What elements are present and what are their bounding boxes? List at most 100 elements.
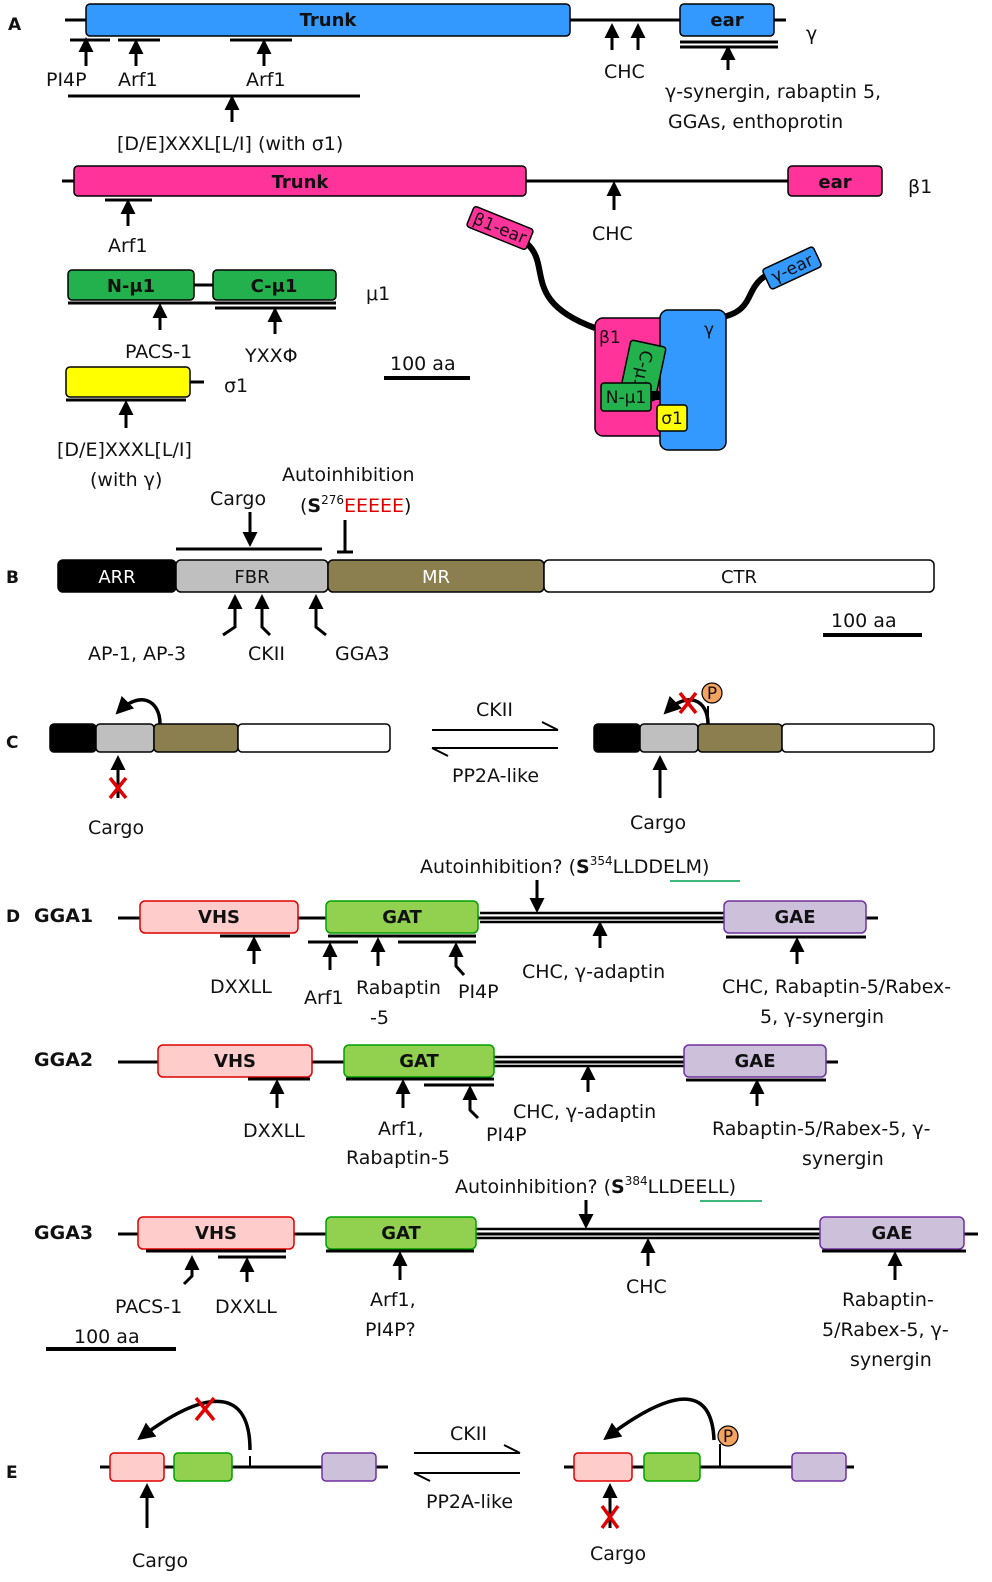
arr-label: ARR [98,567,135,588]
c-phospho-icon [701,682,723,704]
c-right-arr [593,723,641,753]
panel-label-a: A [8,15,22,35]
gga3-vhs-domain [137,1216,295,1250]
beta1-ear-domain [787,165,883,197]
beta1-trunk-domain [73,165,527,197]
beta1-trunk-label: Trunk [272,172,330,193]
label-chc-gamma: CHC [604,61,645,83]
c-left-ctr [237,723,391,753]
e-right-gat [643,1452,701,1482]
label-cargo-b: Cargo [210,488,266,510]
e-ckii-label: CKII [450,1423,487,1445]
c-mu1-label: C-μ1 [251,276,298,297]
gga2-arf-label-1: Arf1, [378,1118,424,1140]
gga1-vhs-domain [139,900,299,934]
mr-label: MR [422,567,450,588]
e-right-gae [791,1452,847,1482]
c-mu1-domain [212,269,337,301]
gamma-subunit: Trunk ear γ PI4P Arf1 Arf1 CHC γ-synergi… [46,3,881,155]
beta1-symbol: β1 [908,176,932,198]
c-left-cargo-label: Cargo [88,817,144,839]
complex-gamma-label: γ [704,320,714,340]
gga2-pi4p-label: PI4P [486,1124,527,1146]
ctr-label: CTR [721,567,757,588]
panel-label-c: C [6,733,18,753]
gga3-gae-label: GAE [871,1223,912,1244]
gga3-vhs-label: VHS [195,1223,237,1244]
label-yxx: YXXΦ [244,345,298,367]
gga1-dxxll-label: DXXLL [210,976,272,998]
gga3-arf-label-2: PI4P? [365,1319,416,1341]
complex-gamma-ear [762,246,822,290]
gga2-name: GGA2 [34,1049,93,1071]
gga3-arf-label-1: Arf1, [370,1289,416,1311]
gga2-gae-label: GAE [734,1051,775,1072]
gga1-rabaptin-label-2: -5 [370,1007,389,1029]
beta1-subunit: Trunk ear β1 Arf1 CHC [62,165,932,257]
gga2-gae-label-2: synergin [802,1148,884,1170]
fbr-label: FBR [234,567,269,588]
c-ckii-label: CKII [476,699,513,721]
scale-label-a: 100 aa [390,353,456,375]
complex-beta1-ear [466,205,534,251]
gga1-gat-domain [325,900,479,934]
label-arf1-a: Arf1 [118,69,158,91]
gga1-gae-label: GAE [774,907,815,928]
gga1-pi4p-arrow [448,942,466,976]
gga3-gat-domain [325,1216,477,1250]
c-phospho-label: P [707,684,717,704]
e-phospho-icon [717,1425,739,1447]
e-right-vhs [573,1452,633,1482]
gga3-gae-label-2: 5/Rabex-5, γ- [822,1319,949,1341]
c-right-cross-icon [678,691,698,715]
gga2-dxxll-label: DXXLL [243,1120,305,1142]
panel-b: B Autoinhibition (S276EEEEE) Cargo ARR F… [6,464,935,665]
gga3-gae-label-1: Rabaptin- [842,1289,934,1311]
gamma-ear-label: ear [710,10,743,31]
gga2-gae-domain [683,1044,827,1078]
scale-label-b: 100 aa [831,610,897,632]
gga2-arf-label-2: Rabaptin-5 [346,1147,450,1169]
label-arf1-b: Arf1 [246,69,286,91]
sigma1-domain [65,366,191,398]
gga1-pi4p-label: PI4P [458,981,499,1003]
c-right-mr [697,723,783,753]
e-left-gat [173,1452,233,1482]
gamma-trunk-domain [85,3,571,37]
e-right-cross-icon [600,1504,620,1530]
panel-d: D GGA1 Autoinhibition? (S354LLDDELM) VHS… [6,854,978,1371]
panel-label-e: E [6,1463,18,1483]
gga2-gae-label-1: Rabaptin-5/Rabex-5, γ- [712,1118,931,1140]
gamma-symbol: γ [806,23,817,45]
complex-sigma1 [656,404,688,432]
gga3-pacs1-label: PACS-1 [115,1296,182,1318]
arrow-ap [222,594,243,637]
e-phospho-label: P [723,1427,733,1447]
c-right-cargo-label: Cargo [630,812,686,834]
gga3-gat-label: GAT [381,1223,421,1244]
label-sigma-motif-2: (with γ) [90,469,162,491]
gga1-gae-domain [723,900,867,934]
e-left-autoinhibition-arrow [137,1399,252,1451]
gga1-name: GGA1 [34,905,93,927]
label-autoinhibition-site: (S276EEEEE) [300,493,411,517]
label-autoinhibition: Autoinhibition [282,464,415,486]
gga2-vhs-domain [157,1044,313,1078]
gga3-name: GGA3 [34,1222,93,1244]
gga3-gae-label-3: synergin [850,1349,932,1371]
mu1-symbol: μ1 [366,283,390,305]
c-left-autoinhibition-arrow [115,695,162,725]
label-motif-gamma: [D/E]XXXL[L/I] (with σ1) [117,133,343,155]
beta1-ear-label: ear [818,172,851,193]
c-left-mr [153,723,239,753]
c-left-arr [49,723,97,753]
gga3-chc-label: CHC [626,1276,667,1298]
gga3-pacs1-arrow [182,1255,200,1286]
n-mu1-domain [67,269,195,301]
label-ckii-b: CKII [248,643,285,665]
gga3-autoinhibition: Autoinhibition? (S384LLDEELL) [455,1174,736,1198]
complex-n-mu1-label: N-μ1 [606,388,646,408]
gga2-vhs-label: VHS [214,1051,256,1072]
ctr-domain [543,559,935,593]
